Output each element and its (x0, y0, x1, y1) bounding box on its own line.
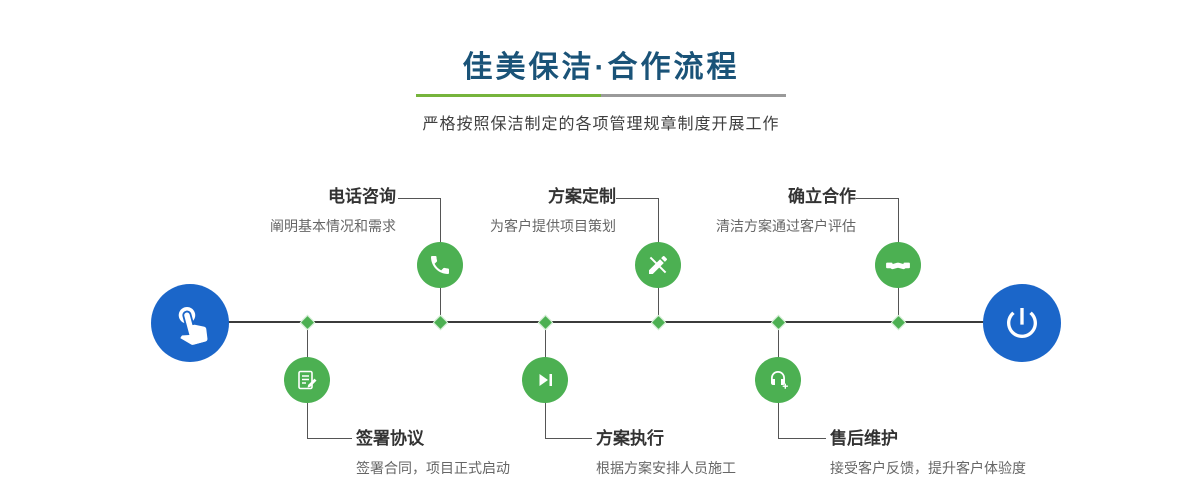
step-block-execute: 方案执行 根据方案安排人员施工 (596, 428, 736, 478)
step-block-phone: 电话咨询 阐明基本情况和需求 (270, 186, 396, 236)
step-label: 方案执行 (596, 429, 664, 448)
timeline-start-node (151, 284, 229, 362)
step-block-design: 方案定制 为客户提供项目策划 (490, 186, 616, 236)
step-desc: 接受客户反馈，提升客户体验度 (830, 460, 1026, 476)
phone-icon (428, 253, 452, 277)
timeline-diamond (650, 314, 667, 331)
page-subtitle: 严格按照保洁制定的各项管理规章制度开展工作 (422, 116, 780, 133)
step-label: 确立合作 (788, 187, 856, 206)
step-node-execute (522, 357, 568, 403)
connector-line (856, 198, 898, 199)
step-desc: 清洁方案通过客户评估 (716, 218, 856, 234)
connector-line (778, 438, 826, 439)
power-icon (1002, 303, 1042, 343)
step-block-contract: 签署协议 签署合同，项目正式启动 (356, 428, 510, 478)
timeline-diamond (299, 314, 316, 331)
connector-line (398, 198, 440, 199)
page-title: 佳美保洁·合作流程 (462, 51, 740, 84)
timeline-axis (190, 321, 1022, 323)
step-block-cooperation: 确立合作 清洁方案通过客户评估 (716, 186, 856, 236)
step-label: 电话咨询 (328, 187, 396, 206)
pencil-ruler-icon (646, 253, 670, 277)
step-node-cooperation (875, 242, 921, 288)
contract-icon (295, 368, 319, 392)
pointing-hand-icon (163, 296, 217, 350)
title-divider (416, 94, 786, 97)
timeline-diamond (432, 314, 449, 331)
step-desc: 为客户提供项目策划 (490, 218, 616, 234)
step-desc: 签署合同，项目正式启动 (356, 460, 510, 476)
connector-line (545, 438, 592, 439)
timeline-diamond (890, 314, 907, 331)
step-label: 售后维护 (830, 429, 898, 448)
step-block-service: 售后维护 接受客户反馈，提升客户体验度 (830, 428, 1026, 478)
step-label: 方案定制 (548, 187, 616, 206)
play-icon (533, 368, 557, 392)
step-label: 签署协议 (356, 429, 424, 448)
connector-line (616, 198, 658, 199)
step-node-contract (284, 357, 330, 403)
connector-line (307, 438, 352, 439)
step-desc: 根据方案安排人员施工 (596, 460, 736, 476)
step-node-design (635, 242, 681, 288)
step-node-service (755, 357, 801, 403)
handshake-icon (885, 252, 911, 278)
timeline-diamond (770, 314, 787, 331)
headset-icon (766, 368, 790, 392)
timeline-end-node (983, 284, 1061, 362)
step-node-phone (417, 242, 463, 288)
timeline-diamond (537, 314, 554, 331)
step-desc: 阐明基本情况和需求 (270, 218, 396, 234)
